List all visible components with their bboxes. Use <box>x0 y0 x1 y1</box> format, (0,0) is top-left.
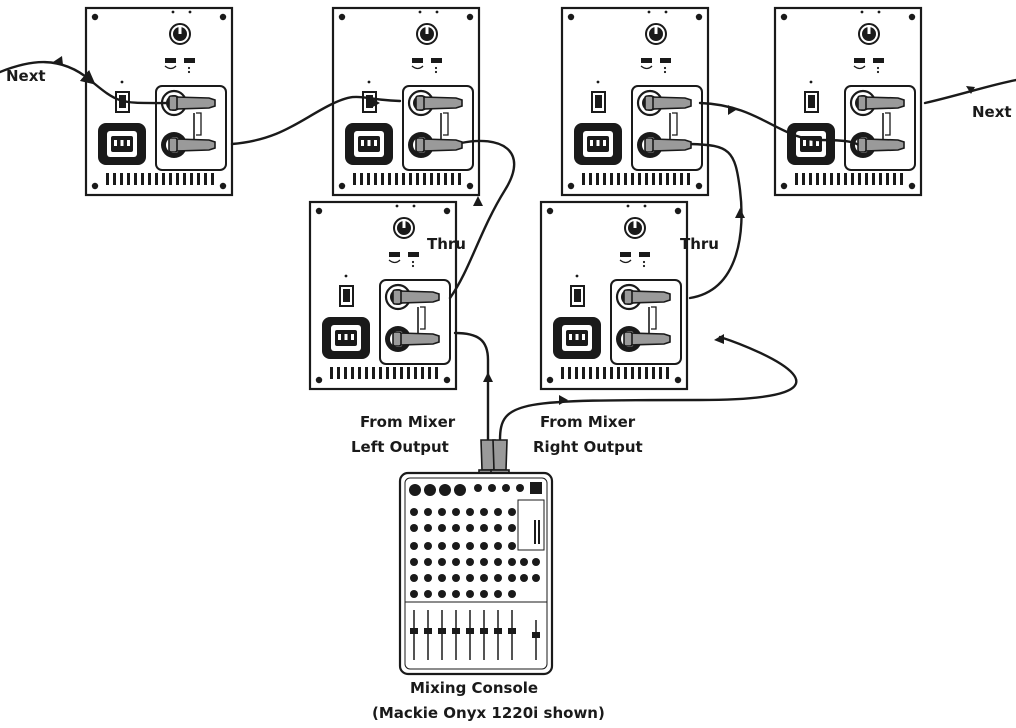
label-next-left: Next <box>6 67 46 85</box>
cable-next-left <box>0 60 172 105</box>
cable-top2-to-midleft <box>448 139 516 300</box>
label-next-right: Next <box>972 103 1012 121</box>
cable-mixer-left <box>453 331 490 442</box>
mixing-console <box>398 471 554 676</box>
label-from-mixer-right-1: From Mixer <box>540 413 636 431</box>
cable-arrows <box>53 56 975 405</box>
cable-mixer-right <box>498 335 798 442</box>
label-thru-right: Thru <box>680 235 719 253</box>
label-from-mixer-left-2: Left Output <box>351 438 449 456</box>
label-thru-left: Thru <box>427 235 466 253</box>
label-console-subtitle: (Mackie Onyx 1220i shown) <box>372 704 605 722</box>
cable-next-right <box>923 78 1016 105</box>
cable-top3-to-top4 <box>698 101 862 147</box>
cables <box>0 60 1016 442</box>
label-console-title: Mixing Console <box>410 679 538 697</box>
cable-midright-to-top3 <box>688 142 743 300</box>
label-from-mixer-right-2: Right Output <box>533 438 643 456</box>
label-from-mixer-left-1: From Mixer <box>360 413 456 431</box>
cable-top1-to-top2 <box>230 95 402 146</box>
